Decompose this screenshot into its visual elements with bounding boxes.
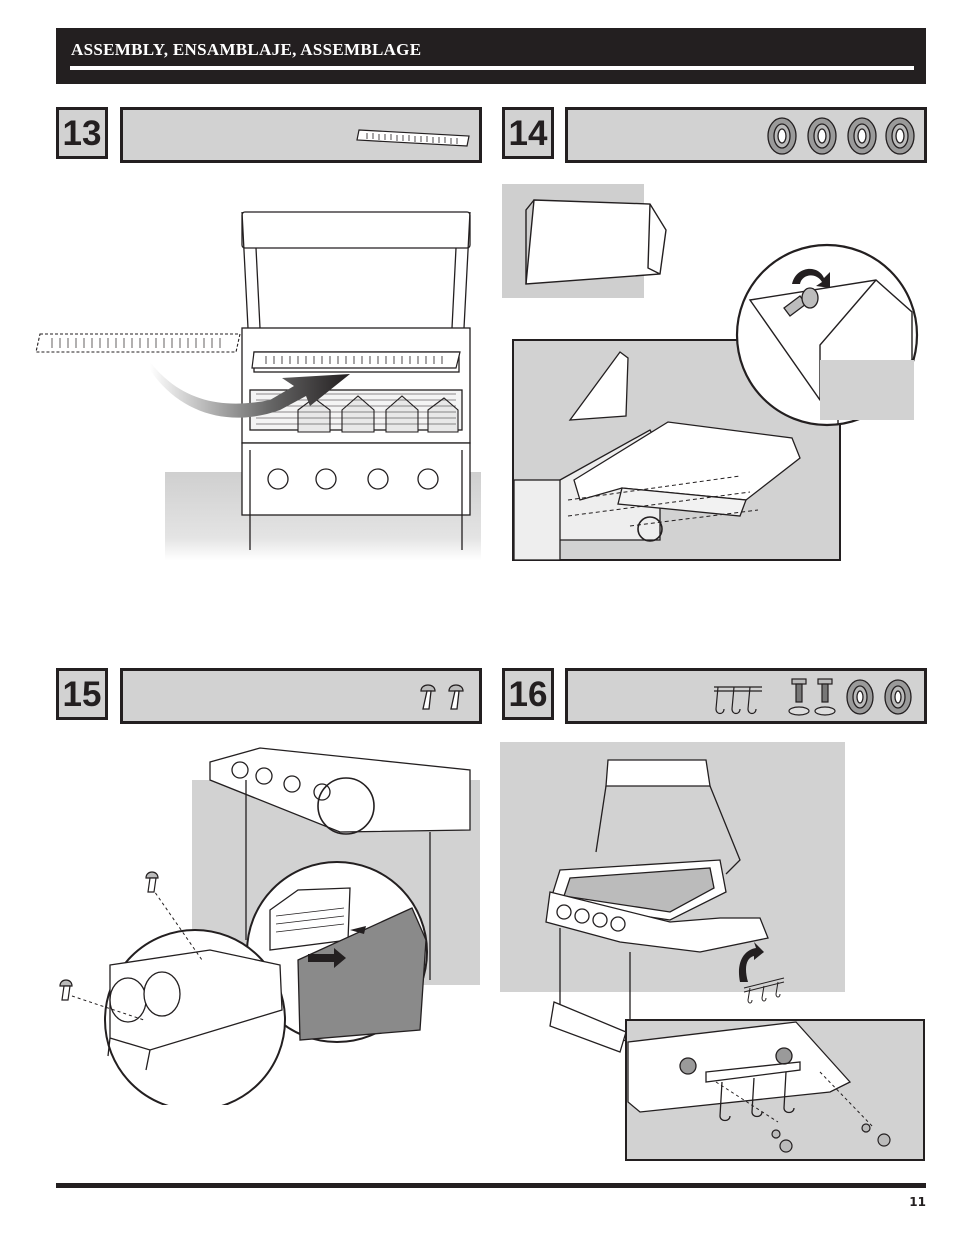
flame-tamer-icon [355, 124, 473, 150]
step-16-parts-bar [565, 668, 927, 724]
step-number-16: 16 [502, 668, 554, 720]
step-13-illustration [30, 200, 490, 560]
step-14-parts-bar [565, 107, 927, 163]
step-14-illustration [500, 180, 930, 570]
step-number-15: 15 [56, 668, 108, 720]
step-16-illustration [500, 742, 930, 1167]
flange-nut-icon [764, 116, 924, 156]
step-number-13: 13 [56, 107, 108, 159]
section-header: ASSEMBLY, ENSAMBLAJE, ASSEMBLAGE [56, 28, 926, 84]
section-title: ASSEMBLY, ENSAMBLAJE, ASSEMBLAGE [71, 40, 421, 60]
hook-bolt-nut-icon [708, 673, 924, 721]
step-15-illustration [50, 740, 480, 1105]
footer-rule [56, 1183, 926, 1188]
step-15-parts-bar [120, 668, 482, 724]
screw-icon [413, 681, 473, 717]
step-13-parts-bar [120, 107, 482, 163]
header-rule [70, 66, 914, 70]
step-number-14: 14 [502, 107, 554, 159]
page-number: 11 [890, 1195, 926, 1209]
